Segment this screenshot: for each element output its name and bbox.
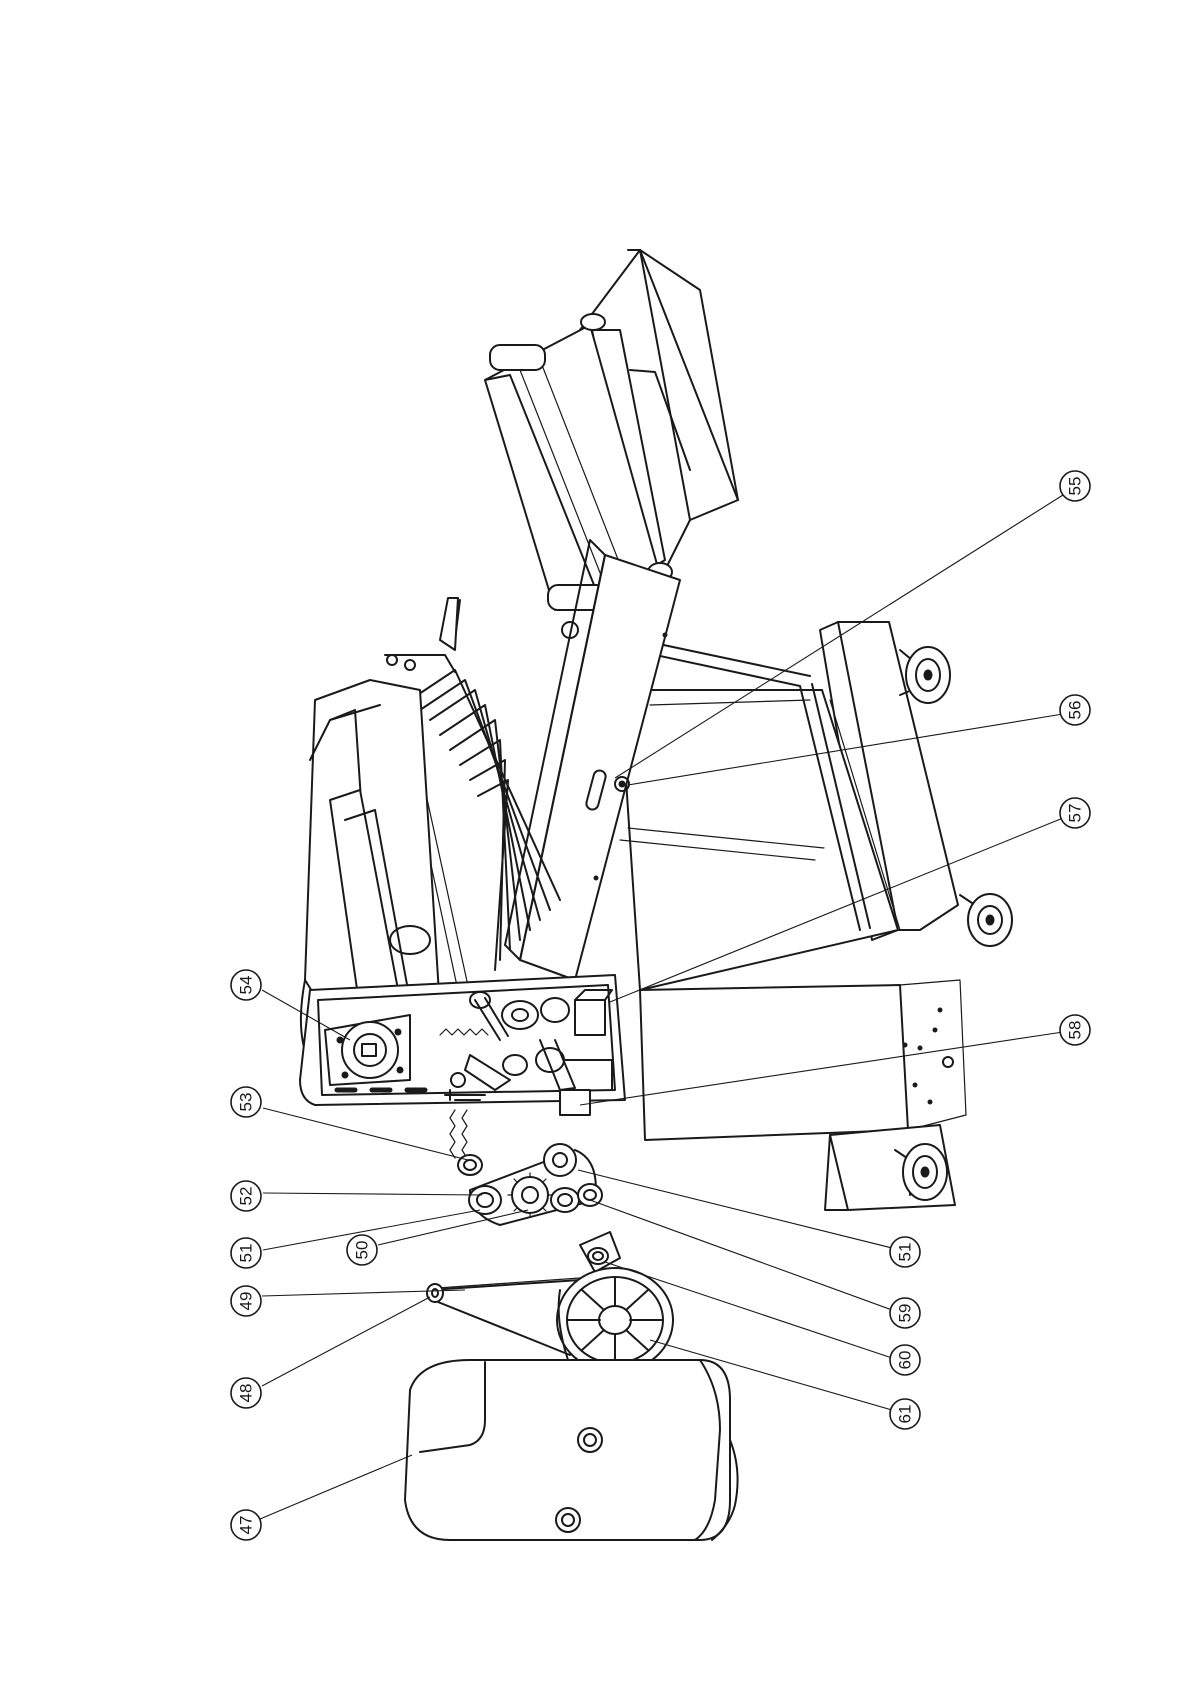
callout-56: 56 [1060, 695, 1090, 725]
leader-48 [262, 1297, 430, 1386]
callout-48: 48 [231, 1378, 261, 1408]
svg-text:61: 61 [896, 1405, 915, 1424]
callout-51b: 51 [890, 1237, 920, 1267]
part-60-flange-bearing [580, 1232, 620, 1272]
callout-49: 49 [231, 1286, 261, 1316]
callout-54: 54 [231, 970, 261, 1000]
drive-belt-and-pulley [427, 1268, 673, 1372]
callout-51a: 51 [231, 1238, 261, 1268]
callout-50: 50 [347, 1235, 377, 1265]
leader-53 [263, 1108, 468, 1160]
svg-text:56: 56 [1066, 701, 1085, 720]
svg-text:48: 48 [237, 1384, 256, 1403]
svg-text:51: 51 [896, 1243, 915, 1262]
lever-handle [385, 598, 460, 672]
callout-52: 52 [231, 1181, 261, 1211]
adjusting-screw [450, 1110, 467, 1158]
side-plate-mechanism [300, 975, 625, 1115]
caster-middle [960, 894, 1012, 946]
svg-text:52: 52 [237, 1187, 256, 1206]
callout-61: 61 [890, 1399, 920, 1429]
svg-text:58: 58 [1066, 1021, 1085, 1040]
leader-52 [263, 1193, 482, 1195]
part-47-cover [405, 1360, 738, 1540]
machine-base [620, 622, 966, 1210]
callout-58: 58 [1060, 1015, 1090, 1045]
svg-text:47: 47 [237, 1516, 256, 1535]
svg-text:59: 59 [896, 1304, 915, 1323]
svg-text:57: 57 [1066, 804, 1085, 823]
svg-text:51: 51 [237, 1244, 256, 1263]
svg-text:49: 49 [237, 1292, 256, 1311]
callout-55: 55 [1060, 471, 1090, 501]
callout-47: 47 [231, 1510, 261, 1540]
svg-text:55: 55 [1066, 477, 1085, 496]
callout-60: 60 [890, 1345, 920, 1375]
svg-text:50: 50 [353, 1241, 372, 1260]
leader-47 [260, 1455, 412, 1519]
svg-text:60: 60 [896, 1351, 915, 1370]
tensioner-assembly [469, 1144, 602, 1225]
callout-53: 53 [231, 1087, 261, 1117]
svg-text:53: 53 [237, 1093, 256, 1112]
svg-text:54: 54 [237, 976, 256, 995]
callout-59: 59 [890, 1298, 920, 1328]
callout-57: 57 [1060, 798, 1090, 828]
